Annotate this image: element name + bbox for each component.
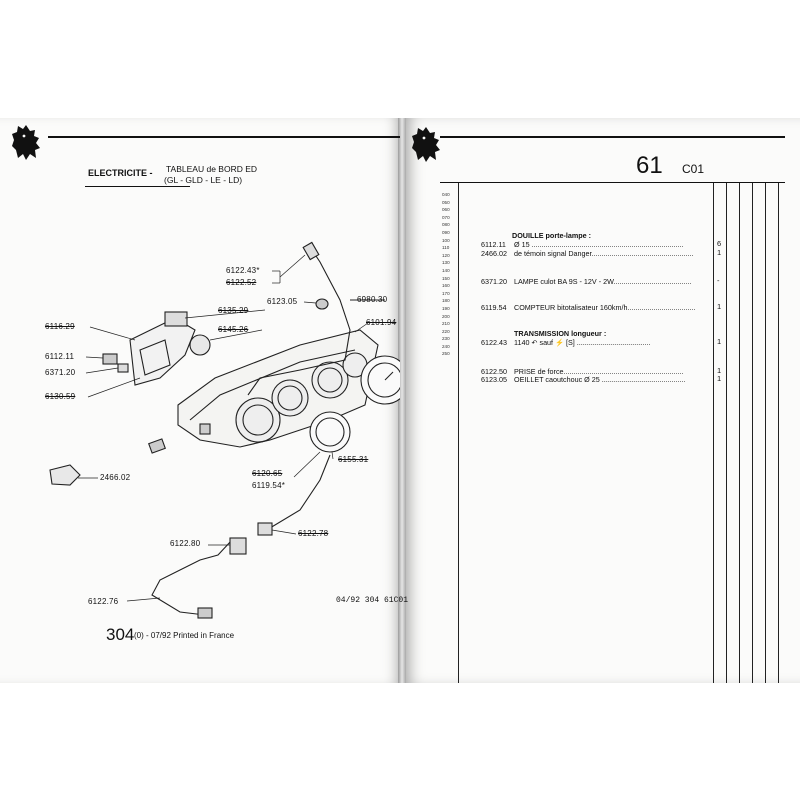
line-number: 050 xyxy=(442,199,450,205)
callout-label: 6116.29 xyxy=(45,322,75,331)
part-desc: Ø 15 ...................................… xyxy=(514,240,684,249)
callout-label: 6122.78 xyxy=(298,529,329,538)
column-rule xyxy=(726,183,727,683)
header-rule xyxy=(440,136,785,138)
page-number: 304 xyxy=(106,625,135,644)
part-qty: 1 xyxy=(717,374,722,383)
callout-label: 6130.59 xyxy=(45,392,76,401)
callout-label: 6122.80 xyxy=(170,539,201,548)
print-info: (0) - 07/92 Printed in France xyxy=(134,631,235,640)
part-desc: OEILLET caoutchouc Ø 25 ................… xyxy=(514,375,686,384)
callout-label: 6122.52 xyxy=(226,278,257,287)
part-desc: LAMPE culot BA 9S - 12V - 2W............… xyxy=(514,277,692,286)
part-qty: 1 xyxy=(717,337,722,346)
group-code: C01 xyxy=(682,162,705,176)
line-number: 090 xyxy=(442,229,450,235)
part-qty: 6 xyxy=(717,239,722,248)
part-ref: 6122.50 xyxy=(481,367,507,376)
callout-label: 6122.43* xyxy=(226,266,260,275)
column-rule xyxy=(752,183,753,683)
lion-logo-icon xyxy=(412,127,440,162)
line-number: 210 xyxy=(442,321,450,327)
line-number: 040 xyxy=(442,192,450,197)
part-ref: 6123.05 xyxy=(481,375,507,384)
callout-label: 6155.31 xyxy=(338,455,369,464)
lion-logo-icon xyxy=(12,125,40,160)
section-label: ELECTRICITE - xyxy=(88,168,153,178)
part-desc: 1140 ↶ sauf ⚡ [S] ......................… xyxy=(514,338,651,347)
part-ref: 6112.11 xyxy=(481,240,506,249)
line-number: 160 xyxy=(442,283,450,289)
callout-label: 6101.94 xyxy=(366,318,397,327)
line-number: 250 xyxy=(442,351,450,357)
line-number: 080 xyxy=(442,222,450,228)
column-rule xyxy=(713,183,714,683)
line-number: 230 xyxy=(442,336,450,342)
line-number-column: 040 050 060 070 080 090 100 110 120 130 … xyxy=(442,191,456,358)
line-number: 110 xyxy=(442,245,450,251)
header-rule xyxy=(48,136,400,138)
callout-label: 6135.29 xyxy=(218,306,249,315)
part-desc: de témoin signal Danger.................… xyxy=(514,249,694,258)
column-rule xyxy=(765,183,766,683)
table-top-rule xyxy=(440,182,785,183)
callout-label: 6122.76 xyxy=(88,597,119,606)
line-number: 140 xyxy=(442,267,450,273)
part-ref: 6122.43 xyxy=(481,338,507,347)
callout-label: 6371.20 xyxy=(45,368,76,377)
line-number: 100 xyxy=(442,237,450,243)
line-number: 190 xyxy=(442,305,450,311)
callout-label: 2466.02 xyxy=(100,473,131,482)
line-number: 220 xyxy=(442,328,450,334)
line-number: 150 xyxy=(442,275,450,281)
part-qty: 1 xyxy=(717,366,722,375)
part-ref: 6119.54 xyxy=(481,303,507,312)
page-title: TABLEAU de BORD ED xyxy=(166,164,258,174)
line-number: 170 xyxy=(442,290,450,296)
line-number: 120 xyxy=(442,252,450,258)
part-heading: DOUILLE porte-lampe : xyxy=(512,231,592,240)
group-number: 61 xyxy=(636,152,663,179)
line-number: 130 xyxy=(442,260,450,266)
callout-label: 6980.30 xyxy=(357,295,388,304)
page-subtitle: (GL - GLD - LE - LD) xyxy=(164,175,243,185)
line-number: 070 xyxy=(442,214,450,220)
callout-label: 6145.26 xyxy=(218,325,249,334)
part-qty: 1 xyxy=(717,302,722,311)
column-rule xyxy=(739,183,740,683)
line-number: 180 xyxy=(442,298,450,304)
part-desc: COMPTEUR bitotalisateur 160km/h.........… xyxy=(514,303,696,312)
callout-label: 6123.05 xyxy=(267,297,298,306)
line-number: 200 xyxy=(442,313,450,319)
part-ref: 6371.20 xyxy=(481,277,507,286)
dashboard-exploded-diagram xyxy=(49,241,400,619)
book-spine xyxy=(398,118,406,683)
column-rule xyxy=(778,183,779,683)
line-number: 240 xyxy=(442,343,450,349)
callout-label: 6112.11 xyxy=(45,352,75,361)
callout-label: 6119.54* xyxy=(252,481,286,490)
page-ref-code: 04/92 304 61C01 xyxy=(336,596,409,605)
line-number: 060 xyxy=(442,207,450,213)
callout-label: 6120.65 xyxy=(252,469,283,478)
part-qty: - xyxy=(717,276,720,285)
part-heading: TRANSMISSION longueur : xyxy=(514,329,607,338)
part-ref: 2466.02 xyxy=(481,249,507,258)
part-qty: 1 xyxy=(717,248,722,257)
title-underline xyxy=(85,186,190,187)
column-rule xyxy=(458,183,459,683)
right-page xyxy=(404,118,800,683)
part-desc: PRISE de force..........................… xyxy=(514,367,684,376)
